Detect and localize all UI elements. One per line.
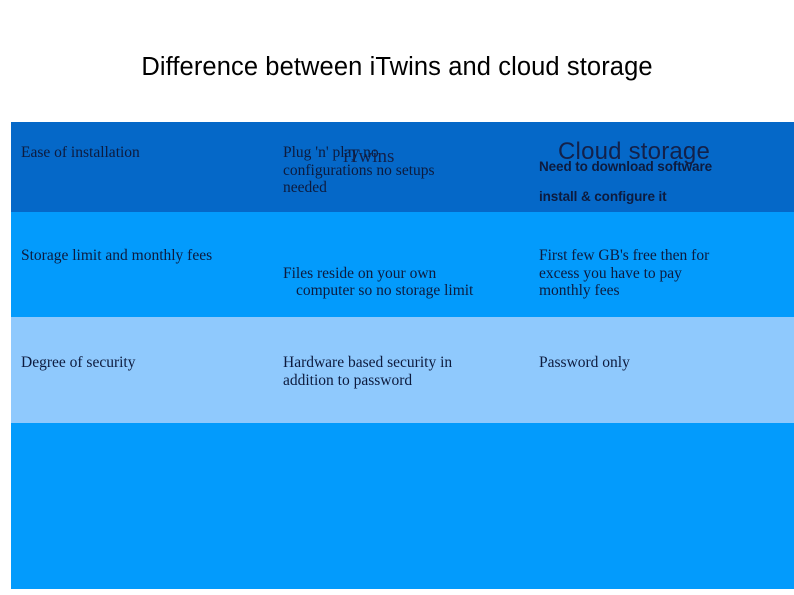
cell-line: Need to download software bbox=[539, 159, 713, 174]
table-row: Password only bbox=[539, 354, 630, 371]
table-row: Plug 'n' play no configurations no setup… bbox=[283, 144, 435, 196]
cell-line: computer so no storage limit bbox=[296, 282, 474, 299]
column-header-cloud-storage: Cloud storage bbox=[558, 138, 711, 165]
cell-line: install & configure it bbox=[539, 189, 667, 204]
table-row: Files reside on your own computer so no … bbox=[283, 247, 538, 317]
table-row: Need to download software install & conf… bbox=[539, 144, 789, 204]
page-title: Difference between iTwins and cloud stor… bbox=[141, 53, 653, 81]
table-row-band-3 bbox=[11, 423, 794, 589]
table-row: Storage limit and monthly fees bbox=[21, 247, 213, 264]
cell-line: Files reside on your own bbox=[283, 264, 437, 282]
table-header-band bbox=[11, 122, 794, 212]
table-row-band-1 bbox=[11, 212, 794, 317]
column-header-itwins: iTwins bbox=[343, 146, 395, 167]
table-row: Ease of installation bbox=[21, 144, 140, 161]
table-row-band-2 bbox=[11, 317, 794, 423]
table-row: Hardware based security in addition to p… bbox=[283, 354, 453, 389]
table-row: Degree of security bbox=[21, 354, 136, 371]
comparison-table: iTwins Cloud storage Ease of installatio… bbox=[11, 122, 794, 589]
table-row: First few GB's free then for excess you … bbox=[539, 247, 710, 299]
